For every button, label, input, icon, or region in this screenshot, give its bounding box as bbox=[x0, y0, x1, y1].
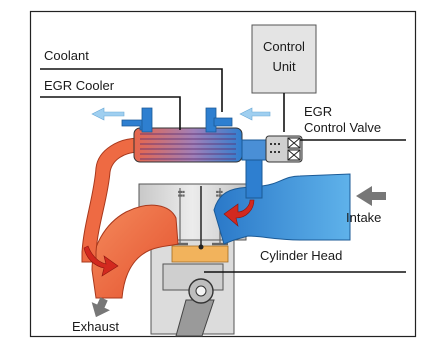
control-unit-label-1: Control bbox=[263, 39, 305, 54]
gas-flow-arrows bbox=[83, 199, 255, 277]
egr-control-valve bbox=[241, 135, 303, 163]
exhaust-direction-arrow bbox=[91, 297, 110, 318]
exhaust-flow-arrow bbox=[83, 245, 119, 277]
exhaust-manifold bbox=[91, 204, 179, 299]
label-egr: EGR bbox=[304, 104, 332, 119]
combustion-chamber bbox=[171, 245, 229, 263]
label-egr-cooler: EGR Cooler bbox=[44, 78, 115, 93]
label-cylinder-head: Cylinder Head bbox=[260, 248, 342, 263]
coolant-leader bbox=[40, 68, 223, 112]
svg-text::::: ::: bbox=[178, 189, 185, 198]
coolant-in-arrow bbox=[239, 107, 271, 121]
egr-return-pipe bbox=[245, 155, 263, 199]
control-unit: Control Unit bbox=[251, 24, 317, 132]
control-unit-label-2: Unit bbox=[272, 59, 296, 74]
egr-flow-arrow bbox=[223, 199, 255, 227]
label-control-valve: Control Valve bbox=[304, 120, 381, 135]
label-coolant: Coolant bbox=[44, 48, 89, 63]
coolant-out-arrow bbox=[91, 107, 125, 121]
leader-lines bbox=[40, 68, 406, 273]
label-intake: Intake bbox=[346, 210, 381, 225]
coolant-pipes bbox=[121, 107, 233, 133]
svg-text::::: ::: bbox=[216, 189, 223, 198]
egr-cooler bbox=[133, 127, 243, 163]
intake-direction-arrow bbox=[356, 186, 386, 206]
egr-cooler-leader bbox=[40, 96, 181, 130]
coolant-flow-arrows bbox=[91, 107, 271, 121]
label-exhaust: Exhaust bbox=[72, 319, 119, 334]
